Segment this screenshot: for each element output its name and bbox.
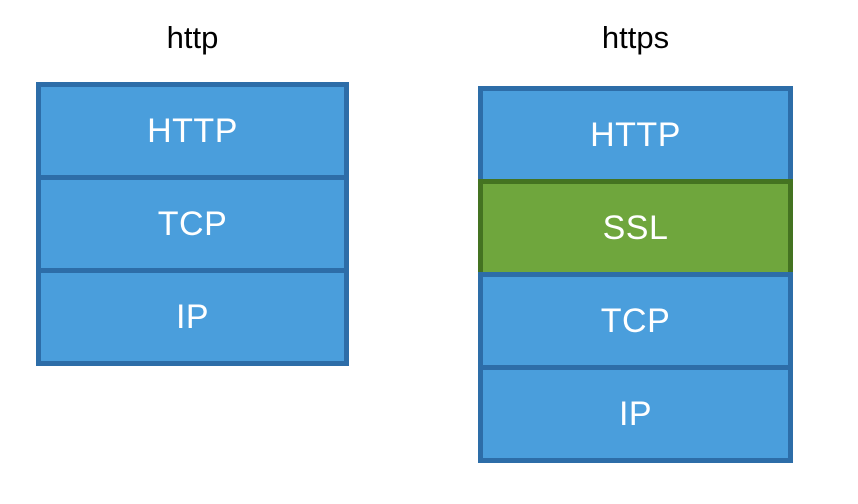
http-layer-ip: IP: [36, 268, 349, 366]
http-column: http HTTP TCP IP: [36, 18, 349, 366]
https-layer-tcp: TCP: [478, 272, 793, 370]
https-layer-http: HTTP: [478, 86, 793, 184]
http-stack-title: http: [166, 20, 219, 55]
https-column: https HTTP SSL TCP IP: [478, 18, 793, 463]
http-stack: HTTP TCP IP: [36, 82, 349, 366]
https-stack: HTTP SSL TCP IP: [478, 86, 793, 463]
http-layer-tcp: TCP: [36, 175, 349, 273]
https-stack-title: https: [601, 20, 670, 55]
http-layer-http: HTTP: [36, 82, 349, 180]
https-layer-ssl: SSL: [478, 179, 793, 277]
https-layer-ip: IP: [478, 365, 793, 463]
